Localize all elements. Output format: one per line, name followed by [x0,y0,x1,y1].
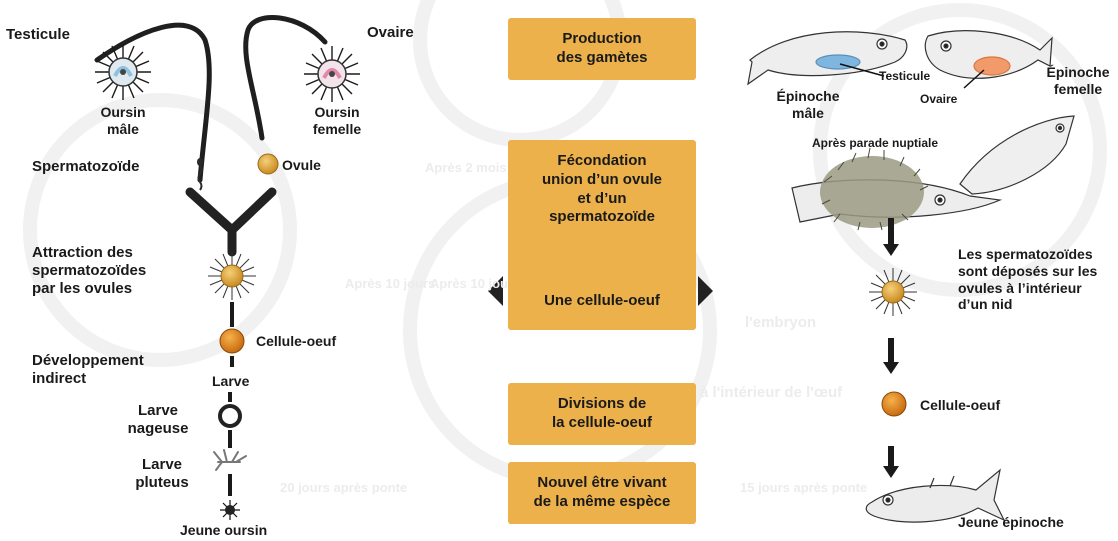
female-urchin-label: Oursin femelle [306,104,368,138]
y-junction [185,187,277,257]
right-zygote-icon [881,391,907,417]
right-pointer-triangle [698,276,713,306]
gamete-ducts [94,15,328,183]
fertilisation-line1: Fécondation [557,152,647,169]
spermatozoid-head [197,158,203,166]
swimming-larva-icon [218,404,242,428]
divisions-box: Divisions de la cellule-oeuf [508,383,696,445]
female-urchin-icon [304,46,360,102]
left-sequence-links [228,302,234,496]
young-stickleback-icon [865,468,1006,523]
attraction-label: Attraction des spermatozoïdes par les ov… [32,244,146,298]
larva-label: Larve [212,373,250,389]
male-urchin-icon [95,44,151,100]
young-stickleback-label: Jeune épinoche [958,514,1064,530]
attraction-line1: Attraction des [32,244,133,261]
new-being-line1: Nouvel être vivant [537,474,667,492]
spermatozoid-shape [197,165,203,191]
sperm-deposit-line1: Les spermatozoïdes [958,246,1093,262]
nest-icon [820,147,929,231]
ghost-text-embryo: l'embryon [745,314,817,331]
right-testicle-label: Testicule [879,69,931,83]
male-stickleback-label: Épinoche mâle [768,88,848,122]
indirect-development-line2: indirect [32,370,87,387]
swimming-larva-label: Larve nageuse [116,402,200,438]
fertilisation-line2: union d’un ovule [542,170,662,188]
left-zygote-icon [219,328,245,354]
male-stickleback-line2: mâle [792,104,824,121]
left-pointer-triangle [488,276,503,306]
right-ovary-label: Ovaire [920,92,958,106]
female-stickleback-line2: femelle [1053,80,1103,97]
left-testicle-label: Testicule [6,26,70,43]
gamete-production-line1: Production [562,30,642,48]
one-zygote-label: Une cellule-oeuf [544,292,660,309]
male-urchin-label-line2: mâle [107,120,139,137]
male-stickleback-icon [747,31,908,86]
indirect-development-label: Développement indirect [32,352,144,388]
right-sequence-arrows [883,218,899,478]
attraction-line2: spermatozoïdes [32,262,147,279]
female-stickleback-line1: Épinoche [1046,64,1110,80]
fertilisation-box: Fécondation union d’un ovule et d’un spe… [508,140,696,330]
fertilisation-line3: et d’un [577,189,627,207]
ghost-text-2-months: Après 2 mois [425,160,507,175]
fertilisation-line4: spermatozoïde [549,208,655,226]
sperm-deposit-line3: ovules à l’intérieur [958,279,1082,296]
female-stickleback-icon [924,30,1053,89]
after-courtship-label: Après parade nuptiale [812,136,939,150]
female-stickleback-label: Épinoche femelle [1038,64,1118,98]
male-urchin-label: Oursin mâle [95,104,151,138]
ghost-text-10-days-left: Après 10 jours [345,276,436,291]
gamete-production-box: Production des gamètes [508,18,696,80]
pluteus-larva-label: Larve pluteus [124,456,200,492]
fertilisation-icon [208,252,256,300]
right-zygote-label: Cellule-oeuf [920,397,1001,413]
right-fertilisation-icon [869,268,917,316]
ghost-text-15-days: 15 jours après ponte [740,480,868,495]
ghost-text-inside-egg: à l'intérieur de l'œuf [700,384,843,401]
sperm-deposit-line2: sont déposés sur les [958,262,1098,279]
gamete-production-line2: des gamètes [556,49,648,66]
new-being-box: Nouvel être vivant de la même espèce [508,462,696,524]
new-being-line2: de la même espèce [533,493,671,510]
ovule-icon [257,153,279,175]
pluteus-larva-line2: pluteus [135,474,189,491]
left-zygote-label: Cellule-oeuf [256,333,337,349]
young-urchin-icon [220,500,240,520]
ghost-text-20-days: 20 jours après ponte [280,480,408,495]
pluteus-larva-line1: Larve [141,456,183,473]
spermatozoid-label: Spermatozoïde [32,158,140,175]
attraction-line3: par les ovules [32,280,133,297]
ghost-text-10-days-mid: Après 10 jours [430,276,521,291]
swimming-larva-line1: Larve [137,402,179,419]
sperm-deposit-label: Les spermatozoïdes sont déposés sur les … [958,246,1097,313]
divisions-line2: la cellule-oeuf [551,414,653,431]
left-ovary-label: Ovaire [367,24,414,41]
young-urchin-label: Jeune oursin [180,522,268,538]
divisions-line1: Divisions de [557,395,647,413]
female-urchin-label-line1: Oursin [314,104,360,120]
sperm-deposit-line4: d’un nid [958,296,1013,313]
ovule-label: Ovule [282,157,321,173]
indirect-development-line1: Développement [32,352,144,369]
male-urchin-label-line1: Oursin [100,104,146,120]
pluteus-larva-icon [213,449,247,471]
swimming-larva-line2: nageuse [127,420,189,437]
female-urchin-label-line2: femelle [312,120,362,137]
male-stickleback-line1: Épinoche [776,88,840,104]
